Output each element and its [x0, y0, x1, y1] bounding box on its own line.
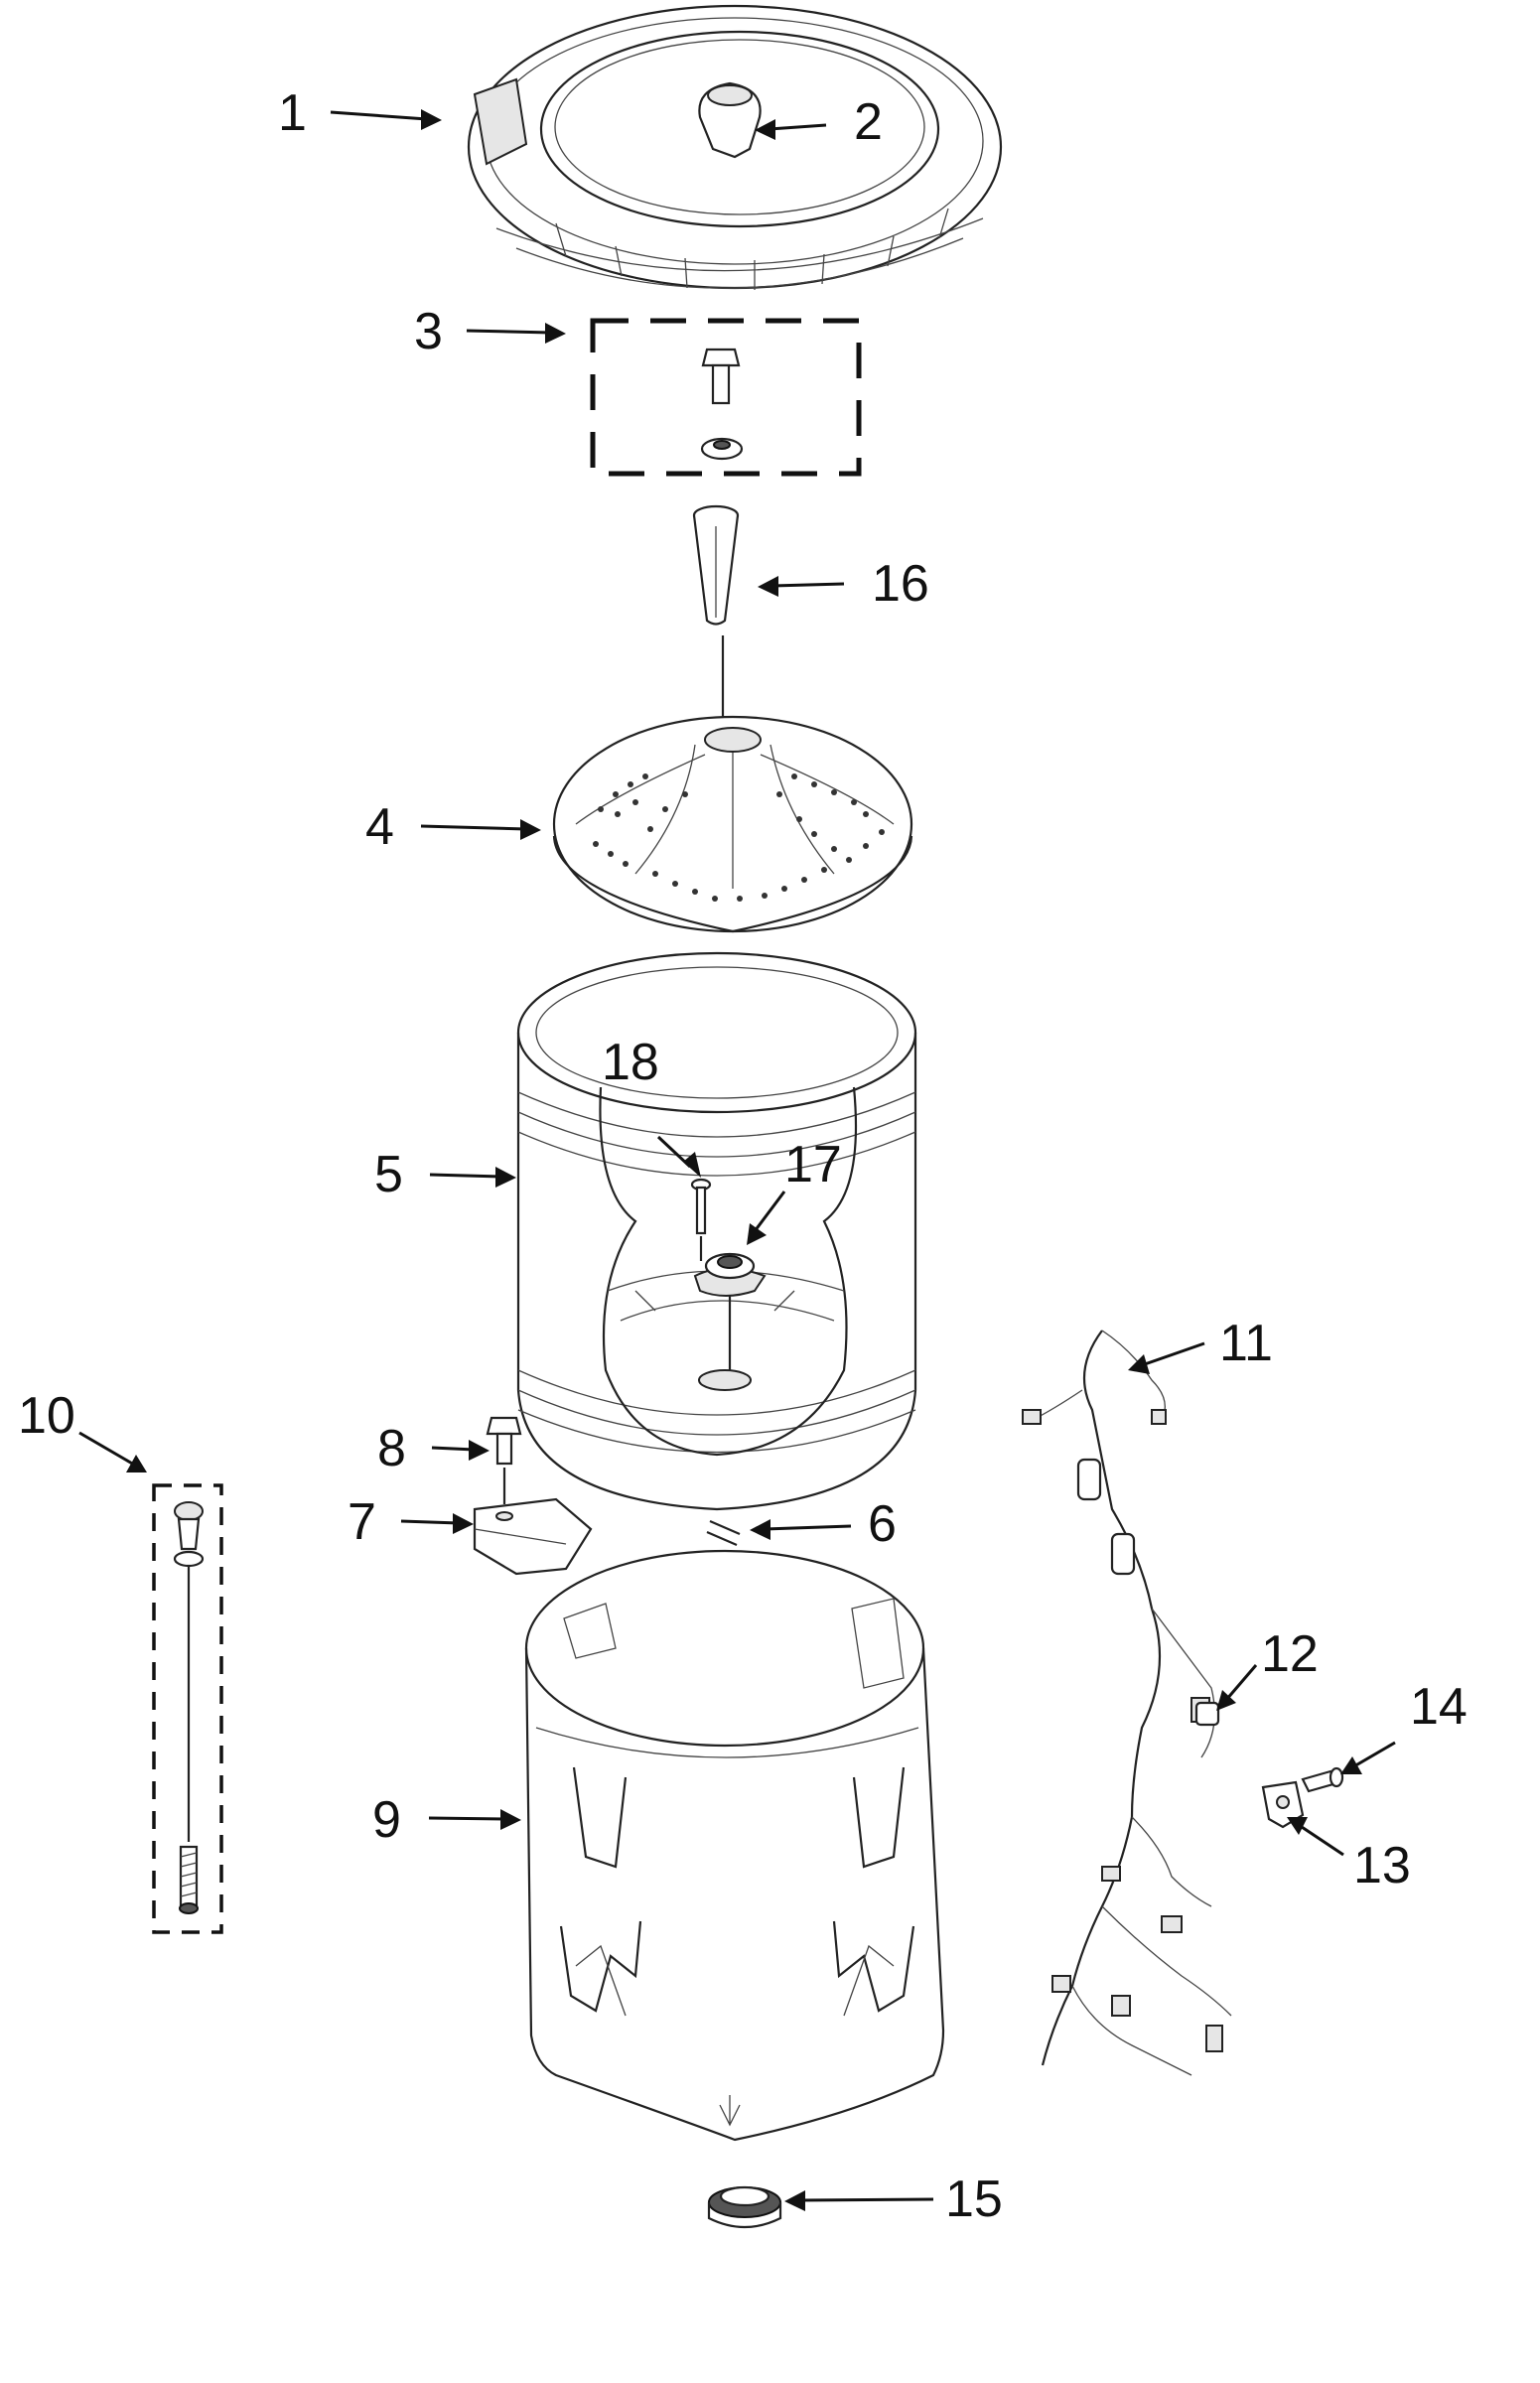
callout-18: 18	[602, 1034, 659, 1091]
seal	[707, 2185, 782, 2228]
connector	[1194, 1701, 1220, 1727]
clip	[706, 1519, 741, 1547]
bolt	[701, 348, 741, 405]
bracket	[473, 1497, 593, 1576]
callout-8: 8	[377, 1420, 406, 1477]
callout-14: 14	[1410, 1678, 1468, 1736]
callout-labels: 1 2 3 16 4 18 5 17 8 7 6 10 9 11 12 14 1…	[18, 84, 1468, 2228]
impeller	[552, 715, 913, 933]
callout-4: 4	[365, 798, 394, 856]
callout-5: 5	[374, 1146, 403, 1203]
tub-ring-cap	[698, 81, 762, 159]
callout-17: 17	[784, 1136, 842, 1193]
callout-6: 6	[868, 1495, 897, 1553]
callout-15: 15	[945, 2171, 1003, 2228]
hub	[693, 1252, 767, 1370]
callout-3: 3	[414, 303, 443, 360]
screw-14	[1301, 1766, 1344, 1793]
leader-arrows	[78, 109, 1396, 2211]
screw-8	[486, 1416, 522, 1504]
callout-9: 9	[372, 1791, 401, 1849]
suspension-rod	[152, 1483, 223, 1934]
screw-18	[690, 1178, 712, 1261]
callout-13: 13	[1353, 1837, 1411, 1894]
callout-11: 11	[1219, 1315, 1273, 1372]
basket	[516, 951, 917, 1511]
callout-16: 16	[872, 555, 929, 613]
callout-12: 12	[1261, 1625, 1319, 1683]
post	[692, 504, 740, 717]
washer	[700, 437, 744, 461]
outer-tub	[524, 1549, 945, 2142]
callout-10: 10	[18, 1387, 75, 1445]
callout-2: 2	[854, 93, 883, 151]
callout-7: 7	[348, 1493, 376, 1551]
hub-bolt-kit	[590, 318, 862, 477]
callout-1: 1	[278, 84, 307, 142]
